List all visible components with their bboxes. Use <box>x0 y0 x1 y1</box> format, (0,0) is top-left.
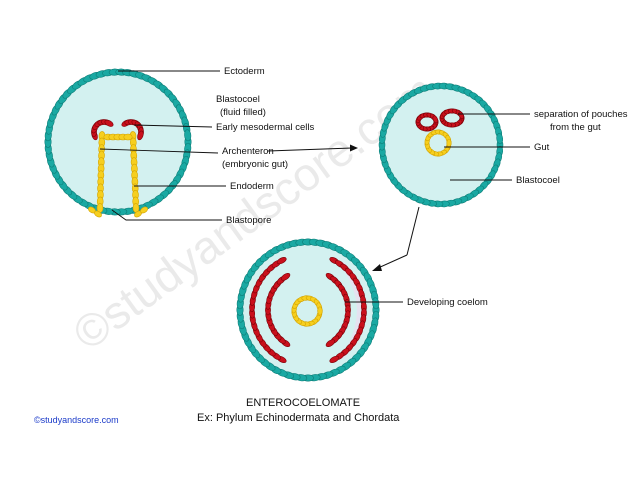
coelom-cell <box>276 257 287 265</box>
coelom-stage <box>236 238 380 382</box>
label-archenteron-note: (embryonic gut) <box>222 159 288 170</box>
mesodermal-pouches <box>415 108 465 132</box>
ectoderm-cell <box>496 133 504 145</box>
pouch-cell <box>432 115 439 124</box>
coelom-cell <box>280 272 291 281</box>
label-coelom: Developing coelom <box>407 297 488 308</box>
blastocoel-1 <box>48 72 188 212</box>
arrow-2-to-3b <box>377 254 408 269</box>
arrow-head-2 <box>372 264 382 271</box>
endoderm-cell <box>317 306 323 316</box>
stage-arrows <box>267 144 420 271</box>
arrow-1-to-2 <box>267 147 353 152</box>
label-pouches: separation of pouches <box>534 109 628 120</box>
leader-mesoderm <box>133 124 213 128</box>
labels: Ectoderm Blastocoel (fluid filled) Early… <box>216 66 628 308</box>
endoderm-cell <box>140 206 148 214</box>
mesoderm-cell <box>104 119 114 127</box>
blastocoel-3 <box>240 242 376 378</box>
mesoderm-cell <box>137 130 144 141</box>
coelom-cell <box>329 355 340 363</box>
ectoderm-ring-3 <box>236 238 380 382</box>
caption-subtitle: Ex: Phylum Echinodermata and Chordata <box>197 412 400 424</box>
label-blastocoel-note: (fluid filled) <box>220 107 266 118</box>
label-pouches-note: from the gut <box>550 122 601 133</box>
pouch-cell <box>458 111 464 120</box>
early-mesoderm-cells <box>91 119 144 141</box>
ectoderm-ring-1 <box>44 68 192 216</box>
label-gut: Gut <box>534 142 550 153</box>
label-blastopore: Blastopore <box>226 215 271 226</box>
gut-ring-3 <box>291 295 323 327</box>
arrow-2-to-3 <box>406 206 420 256</box>
label-early-mesoderm: Early mesodermal cells <box>216 122 314 133</box>
caption-title: ENTEROCOELOMATE <box>246 397 360 409</box>
ectoderm-ring-2 <box>378 82 504 208</box>
ectoderm-cell <box>372 297 380 310</box>
label-blastocoel-2: Blastocoel <box>516 175 560 186</box>
endoderm-cell <box>123 133 133 141</box>
blastocoel-2 <box>382 86 500 204</box>
coelom-cell <box>325 339 336 348</box>
leader-blastopore <box>111 209 222 221</box>
label-archenteron: Archenteron <box>222 146 274 157</box>
leader-lines <box>99 70 530 303</box>
endoderm-cell <box>94 210 102 218</box>
label-endoderm: Endoderm <box>230 181 274 192</box>
pouch-stage <box>378 82 504 208</box>
arrow-head-1 <box>350 144 358 152</box>
ectoderm-cell <box>184 129 192 142</box>
leader-archenteron <box>99 148 219 154</box>
gastrula-stage <box>44 68 192 218</box>
label-blastocoel: Blastocoel <box>216 94 260 105</box>
archenteron-wall <box>88 131 148 218</box>
credit-text: ©studyandscore.com <box>34 415 119 425</box>
endoderm-cell <box>446 138 452 148</box>
label-ectoderm: Ectoderm <box>224 66 265 77</box>
developing-coelom <box>249 257 367 363</box>
